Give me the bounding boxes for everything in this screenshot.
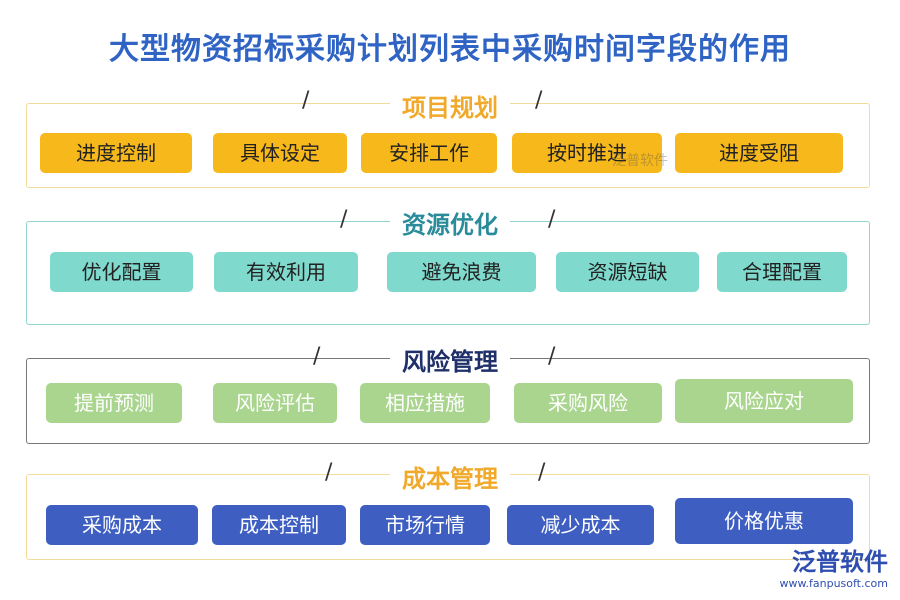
chip-market-conditions: 市场行情 <box>360 505 490 545</box>
divider-slash: / <box>548 344 556 369</box>
divider-slash: / <box>325 460 333 485</box>
chip-resource-shortage: 资源短缺 <box>556 252 699 292</box>
chip-price-discount: 价格优惠 <box>675 498 853 544</box>
divider-slash: / <box>538 460 546 485</box>
divider-slash: / <box>313 344 321 369</box>
watermark-logo: 泛普软件 www.fanpusoft.com <box>780 542 888 590</box>
section-title-cost-management: 成本管理 <box>0 459 900 494</box>
chip-procurement-cost: 采购成本 <box>46 505 198 545</box>
section-title-project-planning: 项目规划 <box>0 88 900 123</box>
chip-cost-control: 成本控制 <box>212 505 346 545</box>
chip-avoid-waste: 避免浪费 <box>387 252 536 292</box>
chip-advance-forecast: 提前预测 <box>46 383 182 423</box>
chip-effective-use: 有效利用 <box>214 252 358 292</box>
section-title-resource-optimization: 资源优化 <box>0 205 900 240</box>
divider-slash: / <box>548 207 556 232</box>
chip-rational-allocation: 合理配置 <box>717 252 847 292</box>
page-title: 大型物资招标采购计划列表中采购时间字段的作用 <box>109 32 791 67</box>
chip-arrange-work: 安排工作 <box>361 133 497 173</box>
chip-optimize-allocation: 优化配置 <box>50 252 193 292</box>
chip-schedule-blocked: 进度受阻 <box>675 133 843 173</box>
divider-slash: / <box>302 88 310 113</box>
divider-slash: / <box>535 88 543 113</box>
chip-corresponding-measures: 相应措施 <box>360 383 490 423</box>
chip-specific-setting: 具体设定 <box>213 133 347 173</box>
chip-risk-response: 风险应对 <box>675 379 853 423</box>
divider-slash: / <box>340 207 348 232</box>
section-title-risk-management: 风险管理 <box>0 342 900 377</box>
watermark-mid: 泛普软件 <box>612 153 668 169</box>
watermark-name: 泛普软件 <box>792 548 888 576</box>
chip-procurement-risk: 采购风险 <box>514 383 662 423</box>
chip-risk-assessment: 风险评估 <box>213 383 337 423</box>
watermark-url: www.fanpusoft.com <box>779 577 888 590</box>
chip-reduce-cost: 减少成本 <box>507 505 654 545</box>
chip-schedule-control: 进度控制 <box>40 133 192 173</box>
chip-advance-on-time: 按时推进 <box>512 133 662 173</box>
